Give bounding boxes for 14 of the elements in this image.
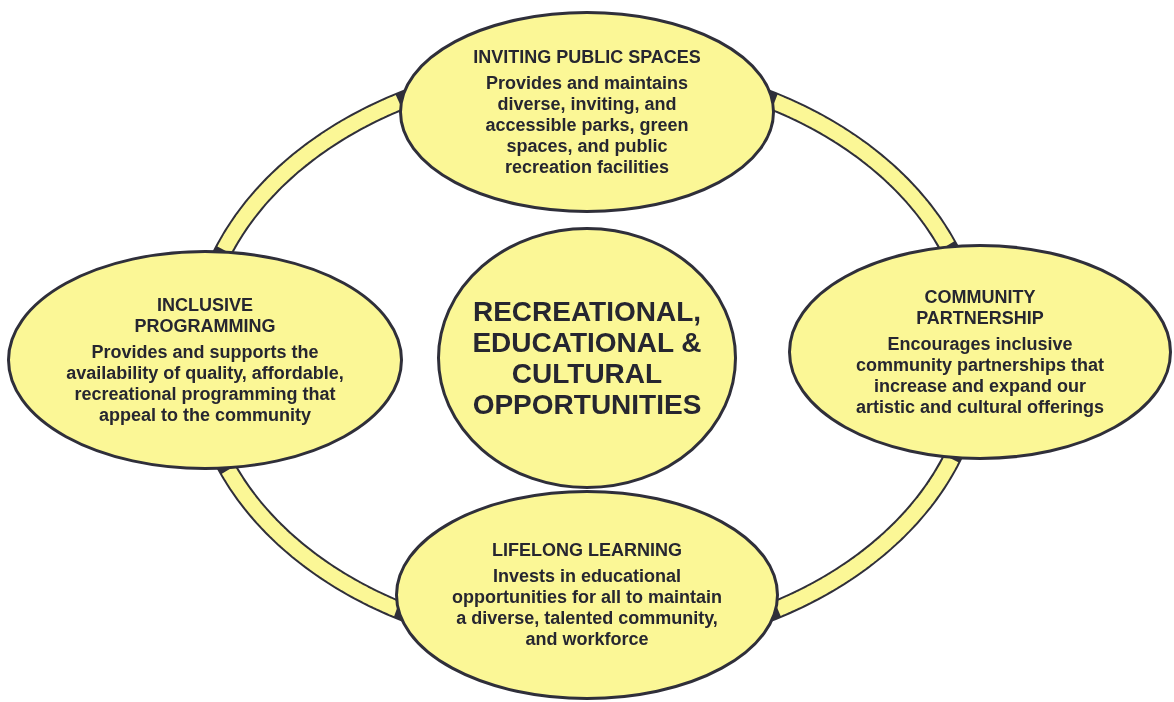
node-description: Provides and supports the availability of quality, affordable, recreational programming that appeal to the community bbox=[65, 341, 345, 426]
central-theme-text: RECREATIONAL, EDUCATIONAL & CULTURAL OPPORTUNITIES bbox=[471, 296, 703, 420]
ellipse-node bbox=[788, 244, 1172, 460]
node-description: Encourages inclusive community partnerships that increase and expand our artistic and cultural offerings bbox=[854, 333, 1105, 418]
node-description: Invests in educational opportunities for all to maintain a diverse, talented community, and workforce bbox=[451, 566, 723, 650]
node-heading: INVITING PUBLIC SPACES bbox=[473, 46, 701, 68]
node-heading: INCLUSIVE PROGRAMMING bbox=[133, 294, 277, 337]
ellipse-node bbox=[437, 227, 737, 489]
node-heading: LIFELONG LEARNING bbox=[492, 540, 682, 561]
node-description: Provides and maintains diverse, inviting, and accessible parks, green spaces, and public recreation facilities bbox=[484, 72, 690, 178]
ellipse-node bbox=[7, 250, 403, 470]
ellipse-node bbox=[395, 490, 779, 700]
ellipse-node bbox=[399, 11, 775, 213]
node-heading: COMMUNITY PARTNERSHIP bbox=[915, 286, 1045, 329]
